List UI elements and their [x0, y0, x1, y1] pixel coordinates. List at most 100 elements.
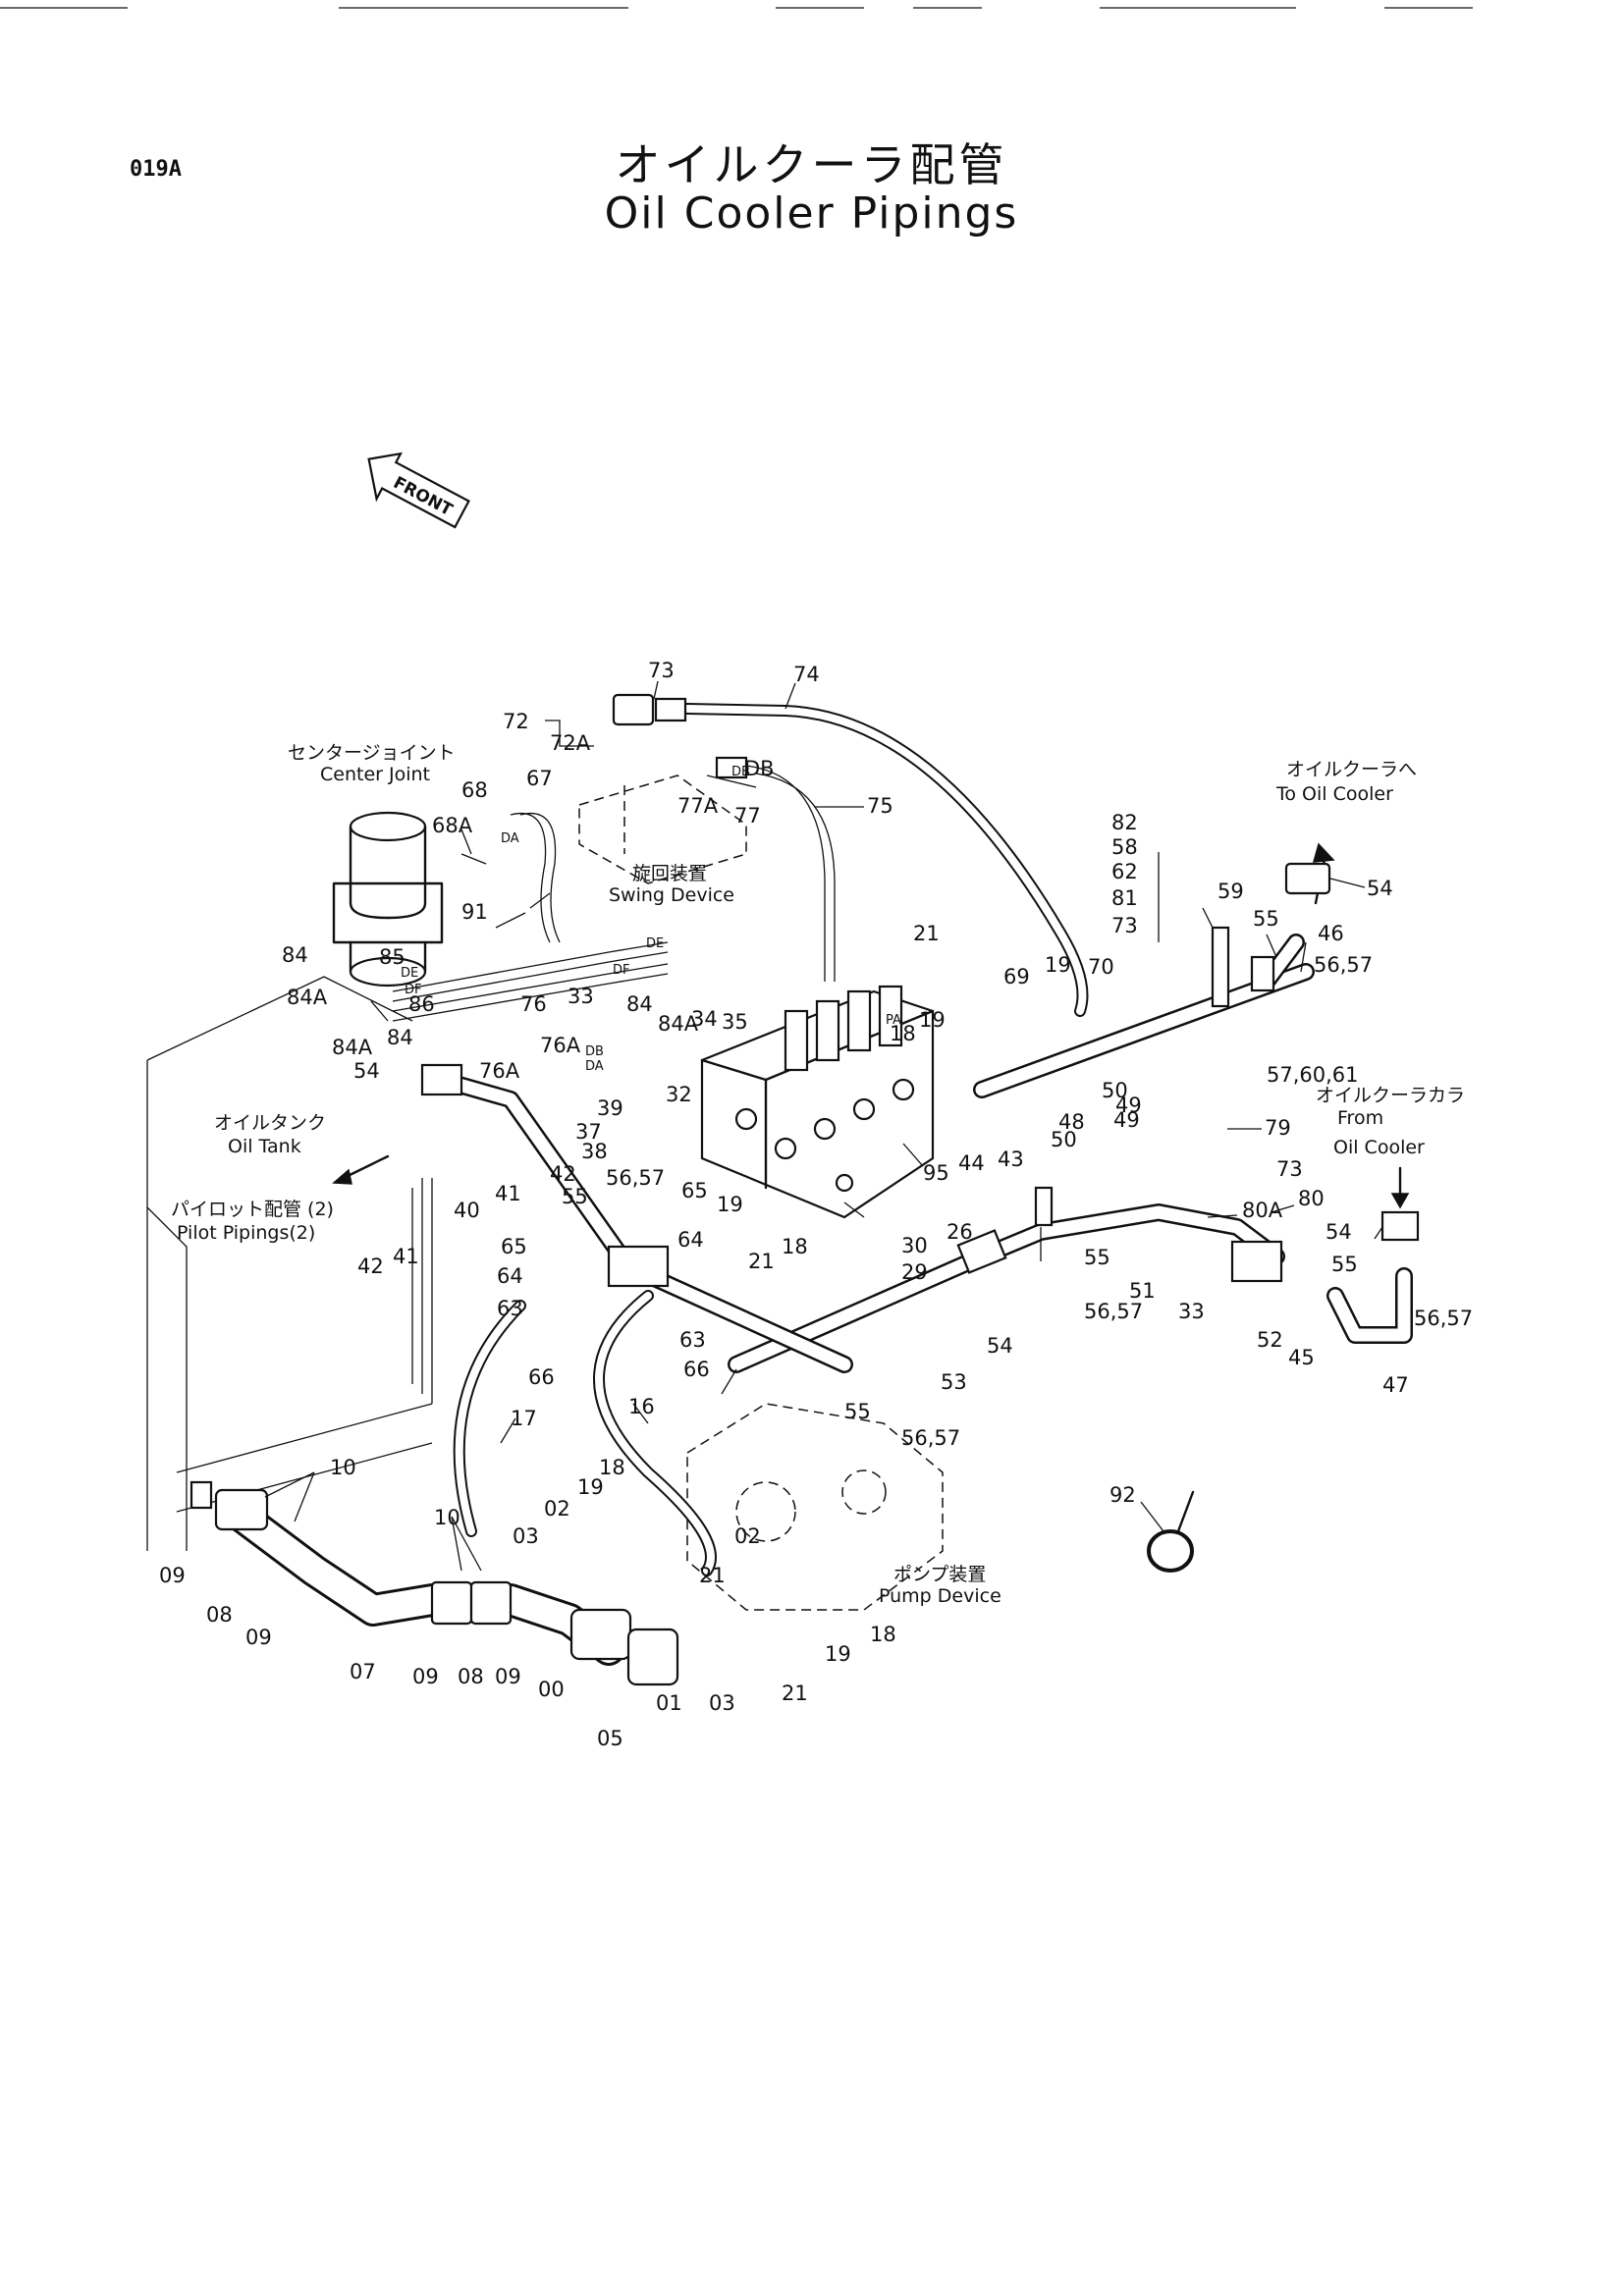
part-label: 46: [1318, 922, 1344, 945]
port-tag-db-lower: DB: [585, 1044, 604, 1059]
part-label: 56,57: [1314, 953, 1373, 977]
part-label: 42: [357, 1255, 384, 1278]
part-label: 35: [722, 1010, 748, 1034]
part-label: 57,60,61: [1267, 1063, 1359, 1087]
part-label: 39: [597, 1096, 623, 1120]
part-label: 43: [998, 1148, 1024, 1171]
hose-75: [715, 756, 836, 982]
caption-oil-tank: Oil Tank: [228, 1136, 301, 1157]
from-oil-cooler-arrow-icon: [1390, 1166, 1410, 1209]
part-label: 58: [1111, 835, 1138, 859]
part-label: 19: [825, 1642, 851, 1666]
caption-from-oil-cooler-line1: From: [1337, 1107, 1383, 1129]
pilot-hose-91: [510, 813, 561, 943]
suction-pipe-07: [214, 1488, 679, 1686]
part-label: 76: [520, 992, 547, 1016]
part-label: 64: [677, 1228, 704, 1252]
oil-cooler-return-tube: [728, 1186, 1285, 1373]
part-label: 91: [461, 900, 488, 924]
caption-to-oil-cooler: To Oil Cooler: [1275, 783, 1393, 805]
port-tag-db: DB: [731, 765, 750, 779]
part-label: 84: [387, 1026, 413, 1049]
part-label: 54: [987, 1334, 1013, 1358]
part-label: 86: [408, 992, 435, 1016]
hose-74: [612, 693, 1089, 1017]
part-label: 09: [159, 1564, 186, 1587]
part-label: 76A: [540, 1034, 581, 1057]
port-tag-da-lower: DA: [585, 1059, 604, 1074]
part-label: 84A: [287, 986, 328, 1009]
pilot-lines-de-df: [392, 941, 669, 1022]
caption-pump-device: Pump Device: [879, 1585, 1001, 1607]
part-label: 55: [1331, 1253, 1358, 1276]
part-label: 07: [350, 1660, 376, 1683]
component-captions: センタージョイント Center Joint 旋回装置 Swing Device…: [171, 742, 1465, 1607]
part-label: 80: [1298, 1187, 1325, 1210]
part-label: 26: [947, 1220, 973, 1244]
part-label: 77A: [677, 794, 719, 818]
caption-swing-device: Swing Device: [609, 884, 734, 906]
caption-from-oil-cooler-jp: オイルクーラカラ: [1316, 1085, 1465, 1106]
caption-pump-device-jp: ポンプ装置: [893, 1564, 986, 1585]
part-label: 21: [748, 1250, 775, 1273]
part-label: 84A: [658, 1012, 699, 1036]
part-label: 75: [867, 794, 893, 818]
part-label: 92: [1109, 1483, 1136, 1507]
part-label: 84A: [332, 1036, 373, 1059]
port-tag-df-left: DF: [405, 983, 422, 997]
part-label: 01: [656, 1691, 682, 1715]
caption-center-joint-jp: センタージョイント: [288, 742, 456, 764]
caption-to-oil-cooler-jp: オイルクーラへ: [1286, 759, 1417, 780]
page-code: 019A: [130, 157, 182, 182]
front-arrow-icon: FRONT: [367, 452, 470, 529]
part-label: 72: [503, 710, 529, 733]
part-label: 10: [330, 1456, 356, 1479]
part-label: 79: [1265, 1116, 1291, 1140]
oil-cooler-supply-tube: [973, 926, 1315, 1098]
part-label: 19: [1045, 953, 1071, 977]
part-label: 09: [245, 1626, 272, 1649]
part-label: 29: [901, 1260, 928, 1284]
port-tag-pa: PA: [886, 1013, 901, 1028]
part-label: 00: [538, 1678, 565, 1701]
hose-17: [453, 1300, 526, 1537]
page-title: Oil Cooler Pipings: [604, 188, 1019, 239]
part-label: 21: [699, 1564, 726, 1587]
part-label: 18: [870, 1623, 896, 1646]
part-label: 21: [782, 1682, 808, 1705]
part-label: 41: [495, 1182, 521, 1205]
part-label: 34: [691, 1007, 718, 1031]
part-label: 76A: [479, 1059, 520, 1083]
part-label: 54: [1325, 1220, 1352, 1244]
part-label: 80A: [1242, 1199, 1283, 1222]
to-oil-cooler-arrow-icon: [1284, 842, 1335, 905]
part-label: 33: [568, 985, 594, 1008]
part-label: 21: [913, 922, 940, 945]
port-tag-da: DA: [501, 831, 519, 846]
part-label: 44: [958, 1151, 985, 1175]
part-label: 70: [1088, 955, 1114, 979]
part-label: 32: [666, 1083, 692, 1106]
part-label: 59: [1217, 880, 1244, 903]
page-title-japanese: オイルクーラ配管: [615, 138, 1008, 191]
part-label: 08: [458, 1665, 484, 1688]
oil-tank-arrow-icon: [332, 1154, 390, 1185]
part-label: 50: [1051, 1128, 1077, 1151]
caption-swing-device-jp: 旋回装置: [632, 863, 707, 884]
caption-pilot-pipings-jp: パイロット配管 (2): [171, 1199, 334, 1220]
part-label: 02: [734, 1524, 761, 1548]
part-label: 65: [501, 1235, 527, 1258]
part-label: 48: [1058, 1110, 1085, 1134]
part-label: DB: [744, 757, 775, 780]
part-label: 03: [513, 1524, 539, 1548]
hose-16: [593, 1290, 717, 1576]
part-label: 74: [793, 663, 820, 686]
part-label: 65: [681, 1179, 708, 1202]
part-label: 47: [1382, 1373, 1409, 1397]
part-label: 53: [941, 1370, 967, 1394]
band-clamp-92: [1147, 1490, 1195, 1573]
part-label: 85: [379, 945, 406, 969]
oil-tank-outline: [146, 976, 433, 1551]
part-label: 37: [575, 1120, 602, 1144]
